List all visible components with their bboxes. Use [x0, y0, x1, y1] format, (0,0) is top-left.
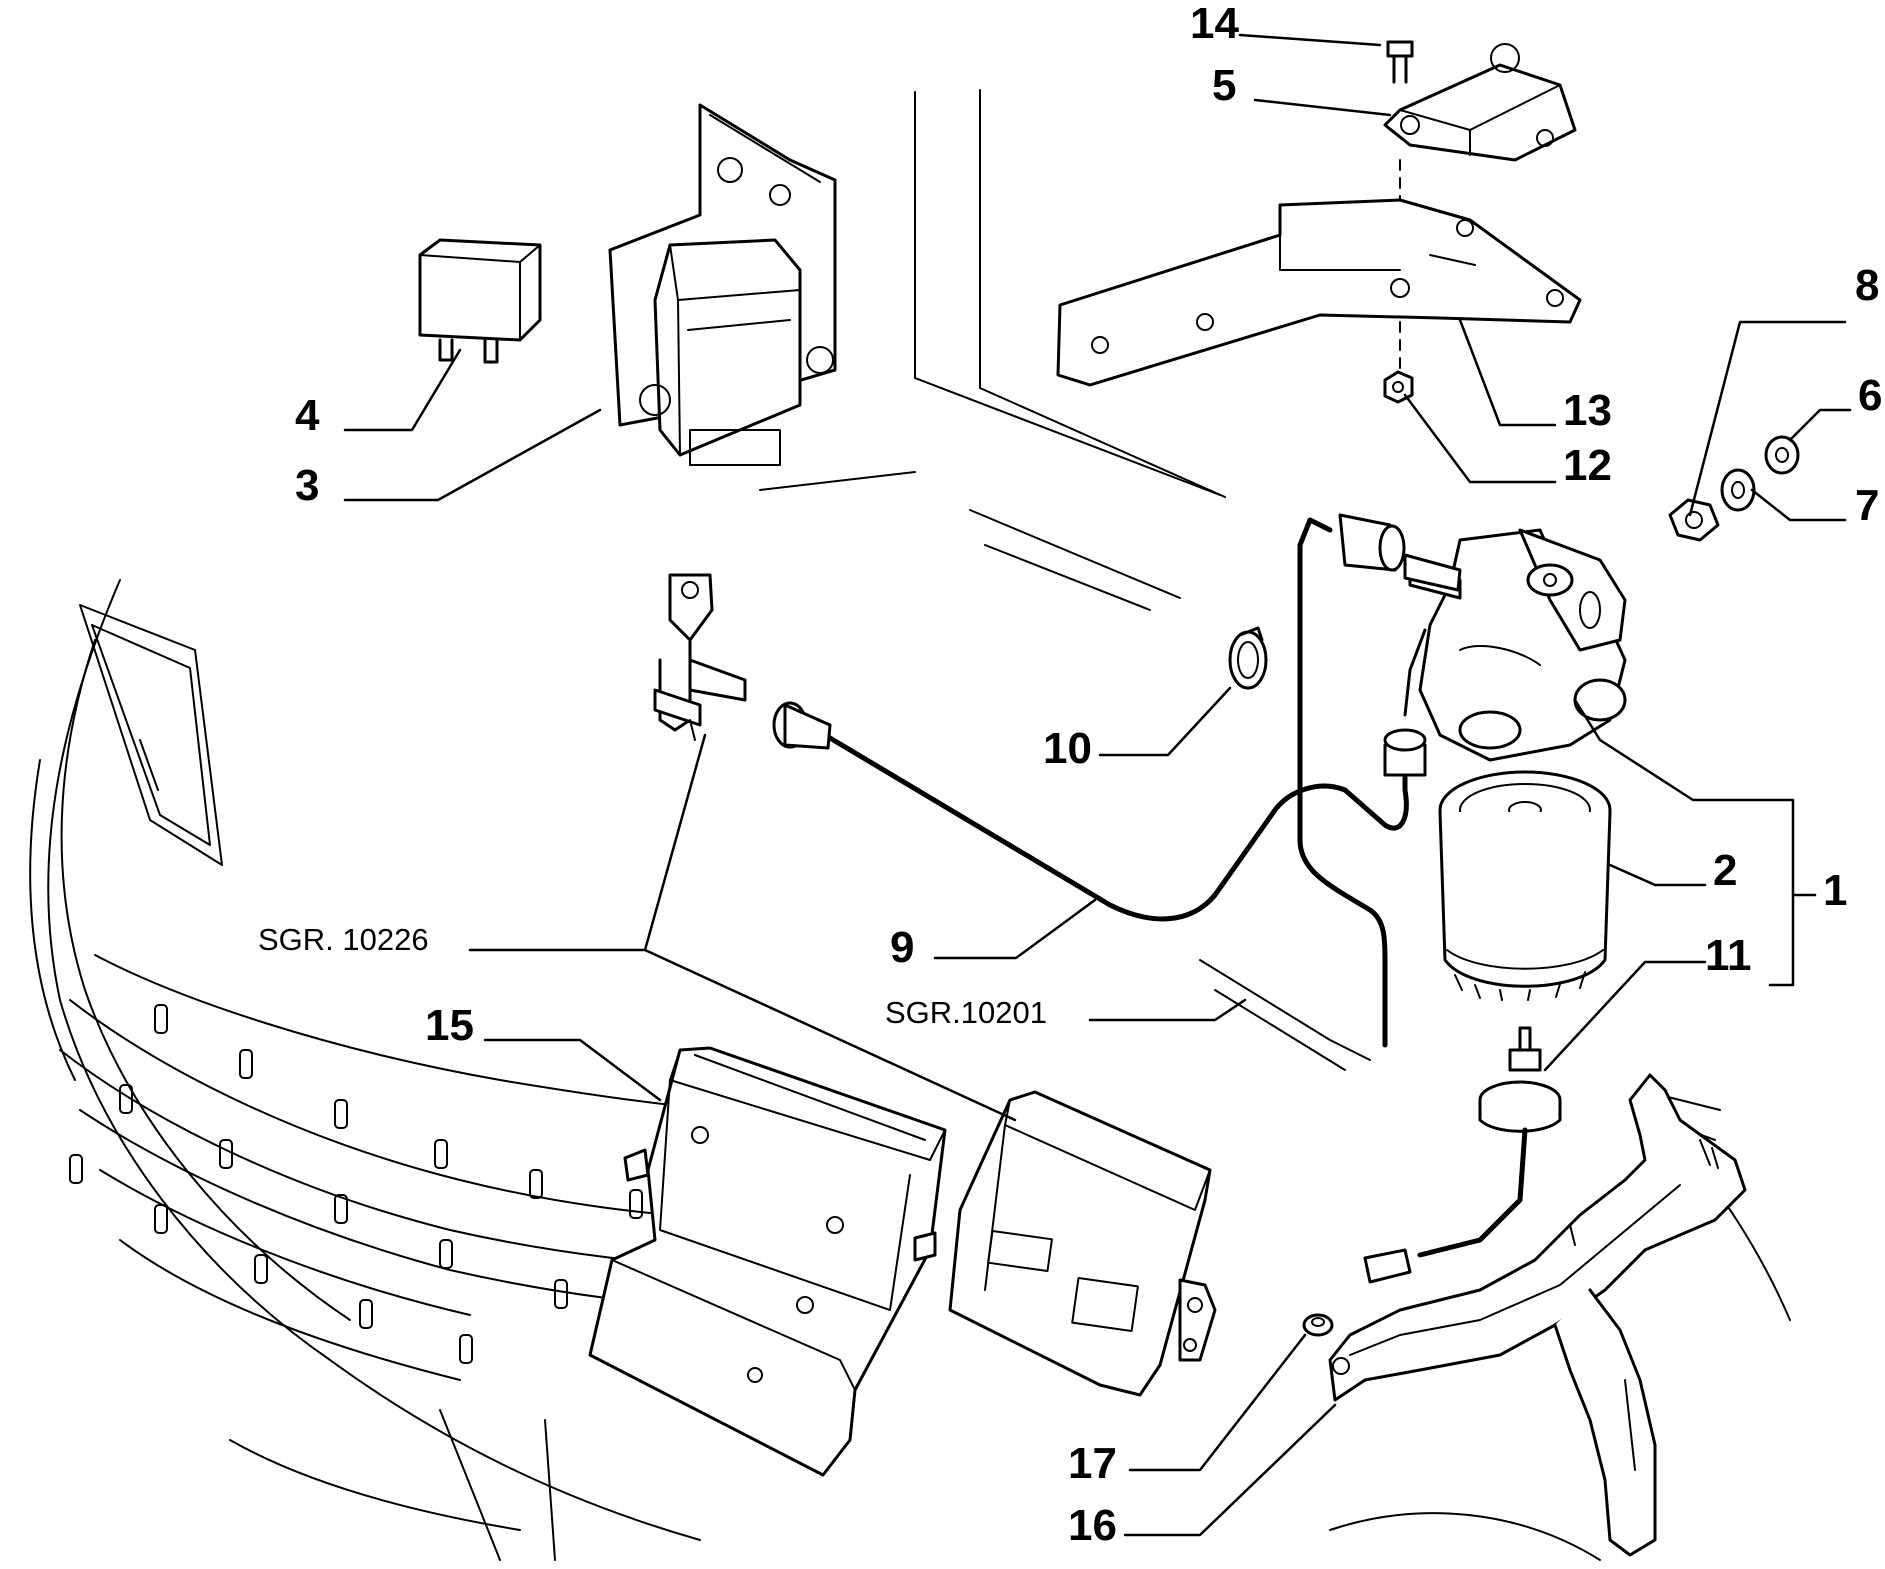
filter-head-part-1 — [1403, 528, 1627, 762]
grommet-part-17 — [1302, 1313, 1334, 1337]
reference-sgr-10201: SGR.10201 — [885, 995, 1047, 1030]
callout-8: 8 — [1855, 261, 1879, 310]
leader-sgr-10226 — [468, 733, 707, 952]
hose-clamp-part-10 — [1228, 626, 1268, 690]
callout-labels: 14 5 4 3 13 12 8 6 7 10 2 1 11 9 15 17 1… — [258, 0, 1882, 1550]
sensor-part-5 — [1383, 43, 1577, 162]
bolt-part-14 — [1386, 40, 1414, 84]
callout-10: 10 — [1043, 724, 1092, 773]
leader-16 — [1123, 1403, 1337, 1537]
relay-part-4 — [418, 238, 542, 364]
callout-1: 1 — [1823, 866, 1847, 915]
callout-3: 3 — [295, 461, 319, 510]
washer-part-7 — [1720, 468, 1756, 512]
leader-15 — [483, 1038, 662, 1102]
leader-11 — [1543, 960, 1707, 1072]
leader-2 — [1608, 863, 1707, 887]
leader-bracket-1 — [1573, 698, 1795, 987]
fuel-pipe-part-9 — [772, 701, 1427, 922]
nut-part-8 — [1668, 498, 1720, 542]
ecu-part-15 — [588, 1046, 947, 1477]
callout-14: 14 — [1190, 0, 1239, 48]
support-bracket-part-16 — [1328, 1073, 1747, 1557]
mounting-plate-part-13 — [1056, 198, 1582, 387]
leader-13 — [1458, 318, 1557, 427]
reference-sgr-10226: SGR. 10226 — [258, 922, 429, 957]
leader-4 — [343, 348, 462, 432]
washer-part-6 — [1764, 435, 1800, 475]
leader-sgr-10201 — [1088, 998, 1247, 1022]
callout-11: 11 — [1705, 931, 1752, 980]
water-sensor-part-11 — [1363, 1026, 1562, 1284]
callout-5: 5 — [1212, 61, 1236, 110]
leader-5 — [1253, 98, 1392, 117]
leader-8 — [1688, 320, 1847, 517]
callout-4: 4 — [295, 391, 320, 440]
leader-sgr-10226-branch — [643, 948, 1017, 1122]
callout-13: 13 — [1563, 386, 1612, 435]
leader-12 — [1403, 393, 1557, 484]
return-line-sgr-10201 — [1199, 513, 1462, 1071]
leader-9 — [933, 898, 1097, 960]
callout-2: 2 — [1713, 846, 1737, 895]
leader-3 — [343, 408, 602, 502]
leader-lines — [343, 33, 1852, 1537]
leader-7 — [1750, 488, 1847, 522]
vehicle-front-bumper — [29, 89, 1791, 1561]
bracket-module-part-3 — [608, 103, 837, 466]
control-unit-sgr-10226 — [948, 1090, 1217, 1397]
callout-15: 15 — [425, 1001, 474, 1050]
filter-cartridge-part-2 — [1438, 770, 1612, 1001]
leader-6 — [1788, 408, 1852, 442]
callout-12: 12 — [1563, 441, 1612, 490]
callout-6: 6 — [1858, 371, 1882, 420]
callout-17: 17 — [1068, 1439, 1117, 1488]
leader-17 — [1128, 1333, 1307, 1472]
leader-10 — [1098, 686, 1232, 757]
pressure-sensor-sgr-10226 — [653, 573, 747, 741]
leader-14 — [1238, 33, 1382, 47]
callout-7: 7 — [1855, 481, 1879, 530]
callout-16: 16 — [1068, 1501, 1117, 1550]
callout-9: 9 — [890, 923, 914, 972]
